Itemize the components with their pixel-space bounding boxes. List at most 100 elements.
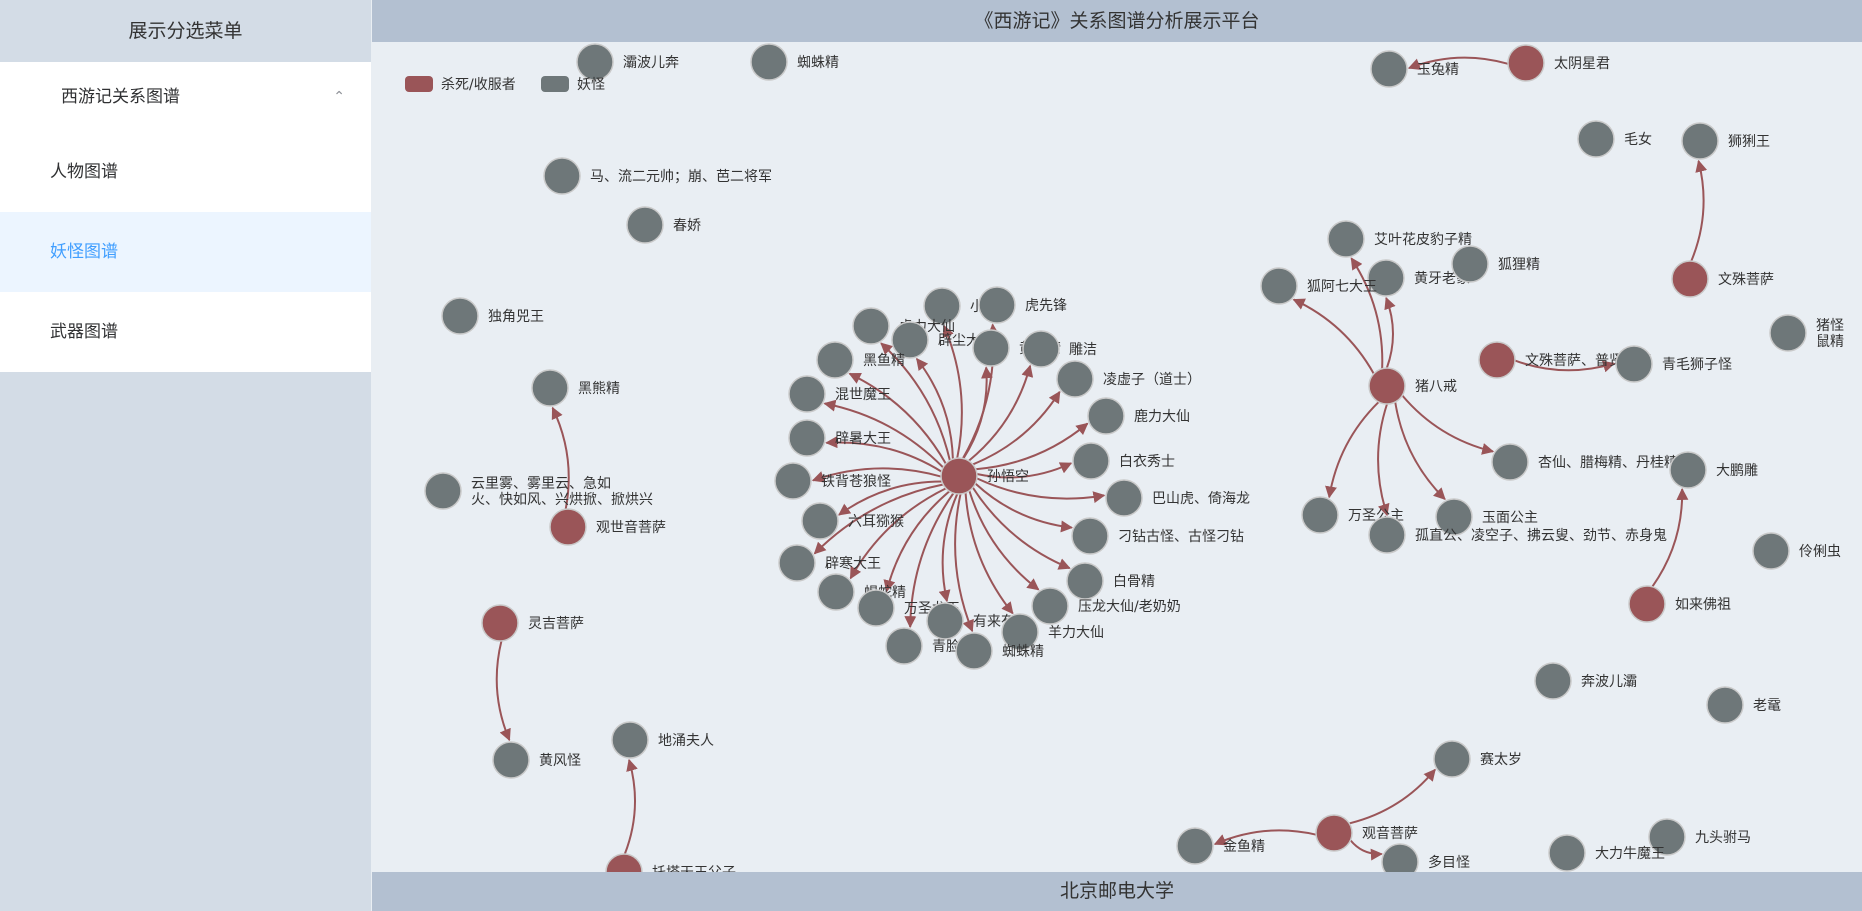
relation-edge[interactable] (1401, 394, 1495, 455)
monster-node[interactable] (1433, 740, 1471, 778)
graph-node[interactable]: 白衣秀士 (1072, 442, 1175, 480)
graph-node[interactable]: 文殊菩萨 (1671, 260, 1774, 298)
graph-node[interactable]: 托塔天王父子 (605, 853, 736, 872)
graph-node[interactable]: 压龙大仙/老奶奶 (1031, 587, 1181, 625)
killer-node[interactable] (481, 604, 519, 642)
graph-node[interactable]: 独角兕王 (441, 297, 544, 335)
graph-node[interactable]: 蜘蛛精 (750, 43, 839, 81)
monster-node[interactable] (857, 589, 895, 627)
graph-node[interactable]: 马、流二元帅；崩、芭二将军 (543, 157, 772, 195)
graph-node[interactable]: 九头驸马 (1648, 818, 1751, 856)
relationship-graph[interactable]: 灞波儿奔蜘蛛精马、流二元帅；崩、芭二将军春娇独角兕王黑熊精云里雾、雾里云、急如火… (372, 42, 1862, 872)
relation-edge[interactable] (883, 490, 951, 593)
graph-node[interactable]: 赛太岁 (1433, 740, 1522, 778)
relation-edge[interactable] (849, 487, 947, 580)
graph-node[interactable]: 灵吉菩萨 (481, 604, 584, 642)
relation-edge[interactable] (825, 436, 943, 473)
monster-node[interactable] (788, 419, 826, 457)
graph-node[interactable]: 青毛狮子怪 (1615, 345, 1732, 383)
relation-edge[interactable] (976, 462, 1073, 479)
graph-node[interactable]: 多目怪 (1381, 843, 1470, 872)
killer-node[interactable] (605, 853, 643, 872)
menu-item-weapons[interactable]: 武器图谱 (0, 292, 371, 372)
graph-node[interactable]: 灞波儿奔 (576, 43, 679, 81)
graph-node[interactable]: 黑熊精 (531, 369, 620, 407)
monster-node[interactable] (1648, 818, 1686, 856)
relation-edge[interactable] (1292, 298, 1375, 375)
graph-node[interactable]: 金鱼精 (1176, 827, 1265, 865)
relation-edge[interactable] (848, 372, 947, 465)
relation-edge[interactable] (974, 482, 1074, 533)
relation-edge[interactable] (1213, 829, 1317, 846)
monster-node[interactable] (926, 602, 964, 640)
graph-node[interactable]: 大鹏雕 (1669, 451, 1758, 489)
relation-edge[interactable] (495, 640, 511, 742)
monster-node[interactable] (885, 627, 923, 665)
killer-node[interactable] (1478, 341, 1516, 379)
relation-edge[interactable] (976, 477, 1106, 504)
relation-edge[interactable] (1350, 257, 1384, 369)
graph-node[interactable]: 黄风怪 (492, 741, 581, 779)
monster-node[interactable] (816, 341, 854, 379)
graph-node[interactable]: 孙悟空 (940, 457, 1029, 495)
relation-edge[interactable] (1690, 159, 1708, 262)
graph-node[interactable]: 大力牛魔王 (1548, 834, 1665, 872)
graph-node[interactable]: 刁钻古怪、古怪刁钻 (1071, 517, 1244, 555)
monster-node[interactable] (774, 462, 812, 500)
relation-edge[interactable] (551, 406, 570, 510)
relation-edge[interactable] (1349, 768, 1436, 825)
relation-edge[interactable] (1349, 839, 1383, 861)
graph-node[interactable]: 猪八戒 (1368, 367, 1457, 405)
monster-node[interactable] (1706, 686, 1744, 724)
monster-node[interactable] (441, 297, 479, 335)
graph-node[interactable]: 云里雾、雾里云、急如火、快如风、兴烘掀、掀烘兴 (424, 472, 653, 510)
relation-edge[interactable] (811, 467, 942, 483)
monster-node[interactable] (1435, 498, 1473, 536)
graph-node[interactable]: 观世音菩萨 (549, 508, 666, 546)
graph-node[interactable]: 狮猁王 (1681, 122, 1770, 160)
graph-node[interactable]: 玉面公主 (1435, 498, 1538, 536)
monster-node[interactable] (1669, 451, 1707, 489)
graph-node[interactable]: 白骨精 (1066, 562, 1155, 600)
monster-node[interactable] (1327, 220, 1365, 258)
relation-edge[interactable] (1377, 403, 1390, 517)
monster-node[interactable] (923, 287, 961, 325)
graph-node[interactable]: 奔波儿灞 (1534, 662, 1637, 700)
graph-node[interactable]: 凌虚子（道士） (1056, 360, 1201, 398)
monster-node[interactable] (1105, 479, 1143, 517)
relation-edge[interactable] (1394, 401, 1446, 501)
monster-node[interactable] (1301, 496, 1339, 534)
monster-node[interactable] (1615, 345, 1653, 383)
relation-edge[interactable] (971, 486, 1071, 570)
relation-edge[interactable] (813, 483, 944, 555)
monster-node[interactable] (1752, 532, 1790, 570)
graph-node[interactable]: 黑鱼精 (816, 341, 905, 379)
graph-node[interactable]: 羊力大仙 (1001, 613, 1104, 651)
legend-item[interactable]: 杀死/收服者 (405, 76, 516, 93)
graph-node[interactable]: 巴山虎、倚海龙 (1105, 479, 1250, 517)
relation-edge[interactable] (972, 390, 1061, 466)
monster-node[interactable] (1071, 517, 1109, 555)
submenu-xiyouji[interactable]: 西游记关系图谱 ⌃ (0, 62, 371, 132)
relation-edge[interactable] (904, 492, 955, 629)
graph-node[interactable]: 老鼋 (1706, 686, 1781, 724)
graph-node[interactable]: 六耳猕猴 (801, 502, 904, 540)
relation-edge[interactable] (1407, 56, 1509, 70)
relation-edge[interactable] (975, 422, 1089, 471)
relation-edge[interactable] (623, 758, 638, 855)
menu-item-monsters[interactable]: 妖怪图谱 (0, 212, 371, 292)
graph-area[interactable]: 灞波儿奔蜘蛛精马、流二元帅；崩、芭二将军春娇独角兕王黑熊精云里雾、雾里云、急如火… (372, 42, 1862, 872)
graph-node[interactable]: 狐狸精 (1451, 245, 1540, 283)
monster-node[interactable] (1577, 120, 1615, 158)
monster-node[interactable] (750, 43, 788, 81)
graph-node[interactable]: 伶俐虫 (1752, 532, 1841, 570)
relation-edge[interactable] (1384, 296, 1396, 369)
relation-edge[interactable] (915, 357, 954, 460)
monster-node[interactable] (1681, 122, 1719, 160)
monster-node[interactable] (1367, 259, 1405, 297)
killer-node[interactable] (940, 457, 978, 495)
graph-node[interactable]: 雕洁 (1022, 330, 1097, 368)
monster-node[interactable] (1072, 442, 1110, 480)
monster-node[interactable] (1260, 267, 1298, 305)
relation-edge[interactable] (1651, 487, 1689, 588)
